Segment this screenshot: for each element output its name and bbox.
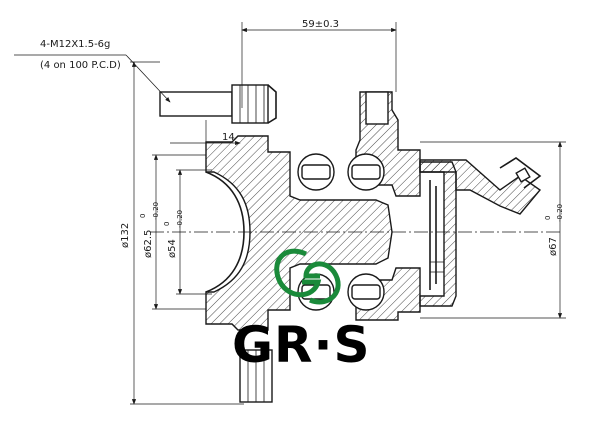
bearing-balls [297, 153, 385, 311]
dim-pilot-label: ø62.5 [143, 230, 154, 258]
dim-bore-dia: ø54 0 -0.20 [163, 169, 212, 295]
dim-pilot-tol-low: -0.20 [152, 202, 160, 220]
wheel-stud-bottom [239, 349, 273, 403]
dim-outer-label: ø67 [548, 237, 559, 256]
dim-flange-dia: ø132 [120, 61, 244, 405]
thread-callout: 4-M12X1.5-6g (4 on 100 P.C.D) [14, 39, 171, 103]
dim-outer-dia: ø67 0 -0.20 [420, 141, 566, 319]
sensor-cap [419, 161, 457, 307]
thread-spec: 4-M12X1.5-6g [40, 39, 110, 50]
abs-sensor [419, 157, 542, 215]
dim-offset-label: 14 [222, 132, 235, 143]
dim-pilot-tol-up: 0 [139, 214, 147, 218]
dim-outer-tol-low: -0.20 [556, 204, 564, 222]
brand-logo-text: GR·S [232, 316, 371, 374]
pcd-spec: (4 on 100 P.C.D) [40, 60, 121, 71]
dim-offset: 14 [170, 120, 241, 146]
brand-watermark: GR·S [232, 248, 371, 374]
dim-outer-tol-up: 0 [544, 216, 552, 220]
dim-width-top: 59±0.3 [241, 19, 397, 108]
wheel-stud-top [159, 84, 277, 124]
dim-flange-label: ø132 [120, 223, 131, 248]
dim-bore-tol-low: -0.20 [176, 210, 184, 228]
dim-width-label: 59±0.3 [302, 19, 339, 30]
dim-bore-label: ø54 [167, 239, 178, 258]
gs-monogram-icon [274, 248, 341, 305]
dim-bore-tol-up: 0 [163, 222, 171, 226]
dim-pilot-dia: ø62.5 0 -0.20 [139, 154, 206, 310]
hub-body-section [205, 135, 393, 331]
